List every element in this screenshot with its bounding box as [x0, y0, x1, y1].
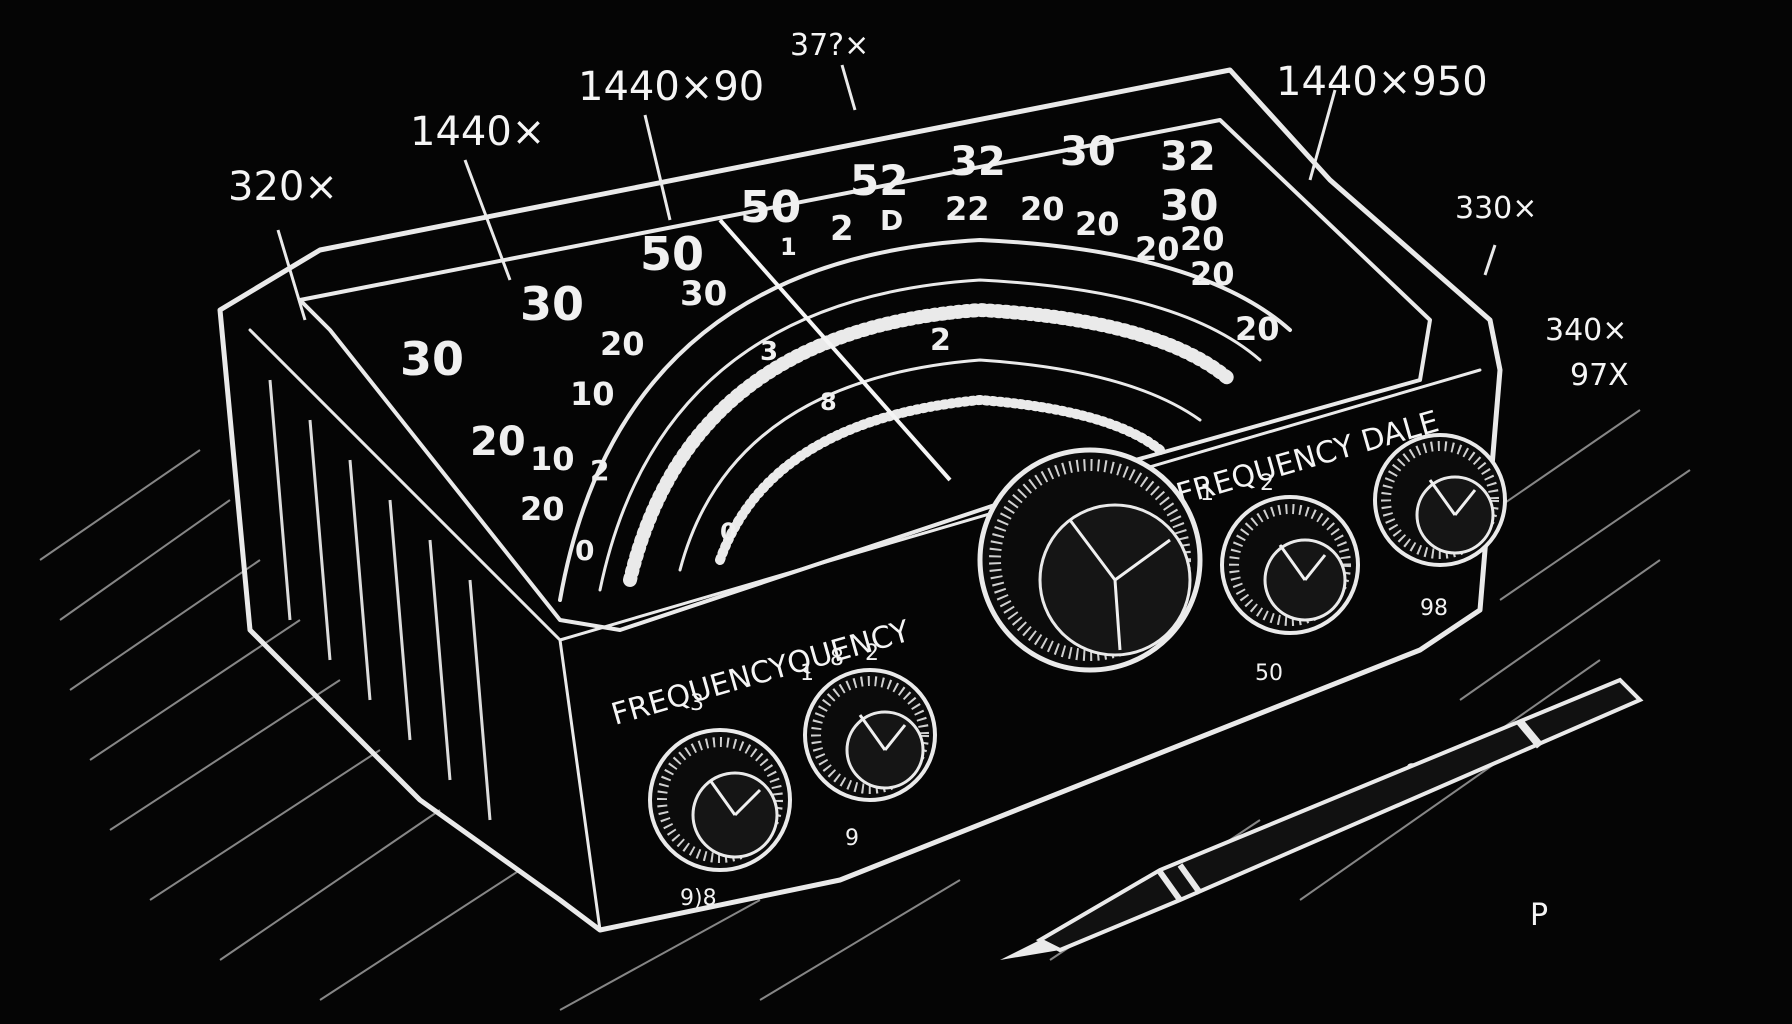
dial-number: 20 [600, 325, 645, 363]
pen-icon [1000, 677, 1644, 960]
annotation-text: 320× [228, 164, 338, 210]
panel-mark: 2 [865, 641, 879, 666]
dial-number: 30 [1060, 129, 1116, 175]
dial-numbers-top: 52 32 30 32 22 20 20 30 20 20 20 20 [850, 129, 1280, 348]
dial-number: 20 [470, 419, 526, 465]
dial-numbers-inner: 50 30 3 8 1 2 50 2 D [640, 182, 951, 416]
knob-icon[interactable] [977, 447, 1203, 673]
dial-number: 30 [1160, 181, 1218, 230]
annotation-text: 1440×90 [578, 64, 764, 110]
dial-number: 8 [820, 388, 837, 416]
dial-number: 3 [760, 337, 778, 367]
frequency-dial [558, 218, 1292, 602]
dial-number: 0 [575, 534, 594, 567]
dial-number: 20 [1075, 205, 1120, 243]
panel-mark: 2 [1260, 471, 1274, 496]
knob-icon[interactable] [803, 668, 937, 802]
panel-mark: 1 [800, 661, 814, 686]
dial-number: 2 [590, 454, 609, 487]
annotation-text: 97X [1570, 358, 1629, 393]
panel-mark: 9 [845, 826, 859, 851]
dial-number: 2 [830, 209, 854, 249]
dial-needle [718, 218, 952, 482]
dial-number: 20 [1135, 230, 1180, 268]
annotation-text: 1440× [410, 109, 545, 155]
panel-mark: 3 [690, 691, 704, 716]
panel-mark: 50 [1255, 661, 1283, 686]
annotation-text: 340× [1545, 313, 1627, 348]
dial-number: 30 [680, 274, 727, 314]
dial-number: 20 [1180, 220, 1225, 258]
dial-number: 32 [950, 139, 1006, 185]
dial-number: 10 [530, 440, 575, 478]
knob-icon[interactable] [1373, 433, 1507, 567]
annotation-text: 37?× [790, 28, 869, 63]
panel-mark: 9)8 [680, 886, 717, 911]
annotation-text: 330× [1455, 191, 1537, 226]
dial-number: 32 [1160, 134, 1216, 180]
dial-numbers-left: 30 30 20 20 10 10 20 2 0 0 [400, 277, 737, 567]
panel-mark: 1 [1200, 481, 1214, 506]
panel-mark: 98 [1420, 596, 1448, 621]
dial-number: D [880, 204, 903, 237]
dial-number: 0 [720, 518, 737, 546]
dial-number: 1 [780, 233, 797, 261]
dial-number: 22 [945, 190, 990, 228]
dial-number: 30 [400, 332, 464, 386]
dial-number: 10 [570, 375, 615, 413]
knob-icon[interactable] [648, 728, 792, 872]
panel-mark: 8 [830, 646, 844, 671]
dial-number: 50 [640, 227, 704, 281]
dial-number: 30 [520, 277, 584, 331]
annotation-text: 1440×950 [1276, 59, 1488, 105]
dial-number: 2 [930, 323, 951, 358]
dial-number: 52 [850, 156, 908, 205]
dial-number: 50 [740, 182, 801, 233]
dial-number: 20 [520, 490, 565, 528]
annotation-arrows [276, 64, 1497, 321]
dial-number: 20 [1020, 190, 1065, 228]
dial-number: 20 [1235, 310, 1280, 348]
dial-number: 20 [1190, 255, 1235, 293]
corner-mark: P [1530, 898, 1548, 933]
knob-icon[interactable] [1220, 495, 1360, 635]
